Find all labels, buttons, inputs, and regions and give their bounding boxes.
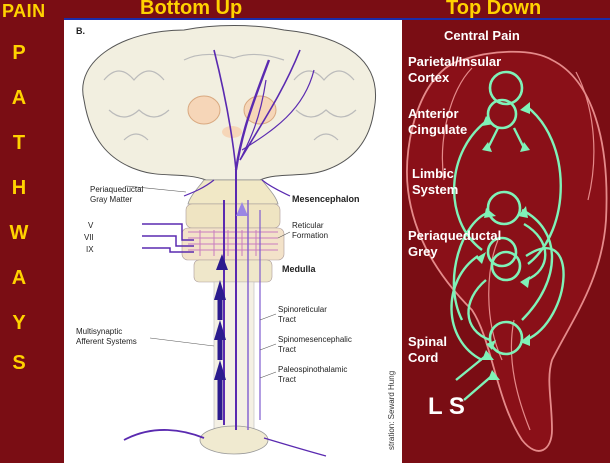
periaqueductal-node xyxy=(486,236,518,268)
header-divider xyxy=(64,18,610,20)
central-pain-label: Central Pain xyxy=(444,28,520,43)
arrow-icon xyxy=(488,370,500,380)
label-mesencephalon: Mesencephalon xyxy=(292,194,360,204)
brain-section xyxy=(82,25,376,181)
anterior-cingulate-label-line1: Anterior xyxy=(408,106,459,121)
arrow-icon xyxy=(520,102,530,114)
spinal-segment xyxy=(199,425,269,455)
label-spinomesencephalic-line2: Tract xyxy=(278,345,297,354)
ls-label: L S xyxy=(428,393,465,420)
label-multisynaptic-line1: Multisynaptic xyxy=(76,327,122,336)
label-nerve-ix: IX xyxy=(86,245,94,254)
cingulate-node xyxy=(486,98,518,130)
pathways-letter: A xyxy=(11,87,27,109)
parietal-label-line2: Cortex xyxy=(408,70,450,85)
spinal-cord-label-line2: Cord xyxy=(408,350,438,365)
label-nerve-vii: VII xyxy=(84,233,94,242)
arrow-icon xyxy=(484,208,496,218)
periaqueductal-node-2 xyxy=(490,250,522,282)
left-title-band: PAIN P A T H W A Y S xyxy=(0,0,64,463)
label-nerve-v: V xyxy=(88,221,94,230)
arrow-up-icon xyxy=(214,360,226,380)
top-down-heading: Top Down xyxy=(446,0,542,19)
arrow-icon xyxy=(482,350,494,360)
label-periaqueductal-line2: Gray Matter xyxy=(90,195,133,204)
arrow-icon xyxy=(520,276,530,288)
label-spinoreticular-line2: Tract xyxy=(278,315,297,324)
top-down-diagram: Central Pain Parietal/Insular Cortex Ant… xyxy=(406,28,608,452)
label-multisynaptic-line2: Afferent Systems xyxy=(76,337,137,346)
limbic-node xyxy=(486,190,522,226)
brainstem xyxy=(187,179,279,205)
arrow-icon xyxy=(518,206,528,218)
pathways-letter: P xyxy=(12,42,26,64)
limbic-label-line1: Limbic xyxy=(412,166,454,181)
label-reticular-line1: Reticular xyxy=(292,221,324,230)
arrow-icon xyxy=(520,142,530,152)
pain-title: PAIN xyxy=(2,1,46,21)
arrow-icon xyxy=(476,252,486,264)
arrow-icon xyxy=(486,340,496,350)
pathways-letter: Y xyxy=(12,312,26,334)
anatomy-drawing: B. Periaqueductal Gray Matter Mesencepha… xyxy=(76,25,396,457)
illustration-credit: stration: Seward Hung xyxy=(387,371,396,450)
periaqueductal-label-line1: Periaqueductal xyxy=(408,228,501,243)
arrow-up-icon xyxy=(236,202,248,216)
panel-letter: B. xyxy=(76,26,85,36)
label-spinomesencephalic-line1: Spinomesencephalic xyxy=(278,335,352,344)
anterior-cingulate-label-line2: Cingulate xyxy=(408,122,467,137)
label-spinoreticular-line1: Spinoreticular xyxy=(278,305,327,314)
anatomy-illustration: B. Periaqueductal Gray Matter Mesencepha… xyxy=(64,20,402,463)
mesencephalon-block xyxy=(185,203,281,229)
arrow-icon xyxy=(482,116,494,126)
thalamus-left xyxy=(187,95,221,125)
pathways-letter: S xyxy=(12,352,26,374)
top-down-panel: Central Pain Parietal/Insular Cortex Ant… xyxy=(402,20,610,463)
arrow-icon xyxy=(482,142,492,152)
label-paleospinothalamic-line2: Tract xyxy=(278,375,297,384)
label-reticular-line2: Formation xyxy=(292,231,328,240)
pathways-letter: H xyxy=(11,177,27,199)
pathways-letter: T xyxy=(12,132,26,154)
arrow-up-icon xyxy=(214,280,226,300)
spinal-cord-label-line1: Spinal xyxy=(408,334,447,349)
label-medulla: Medulla xyxy=(282,264,316,274)
periaqueductal-label-line2: Grey xyxy=(408,244,438,259)
bottom-up-heading: Bottom Up xyxy=(140,0,243,19)
arrow-up-icon xyxy=(214,320,226,340)
arrow-icon xyxy=(520,334,530,346)
spinal-node xyxy=(488,320,524,356)
limbic-label-line2: System xyxy=(412,182,458,197)
label-periaqueductal-line1: Periaqueductal xyxy=(90,185,144,194)
cortex-node xyxy=(488,70,524,106)
parietal-label-line1: Parietal/Insular xyxy=(408,54,501,69)
pathways-letter: W xyxy=(9,222,29,244)
pathways-letter: A xyxy=(11,267,27,289)
arrow-up-icon xyxy=(216,254,228,270)
label-paleospinothalamic-line1: Paleospinothalamic xyxy=(278,365,347,374)
